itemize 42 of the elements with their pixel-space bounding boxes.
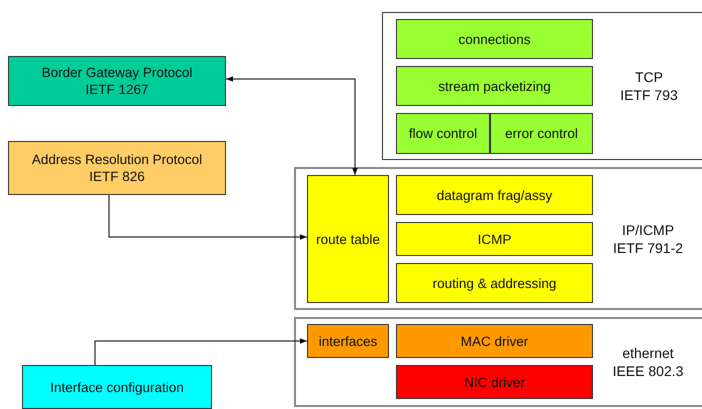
module-box [490, 113, 593, 154]
module-box [307, 324, 389, 358]
module-label: Interface configuration [50, 378, 184, 396]
layer-label: IETF 793 [620, 86, 678, 104]
module-label: Border Gateway Protocol [42, 64, 192, 81]
layer-label: IP/ICMP [622, 220, 674, 238]
module-label: error control [505, 125, 578, 142]
module-label: IETF 1267 [85, 81, 149, 98]
layer-label: IEEE 802.3 [612, 362, 684, 380]
module-box [396, 365, 593, 399]
module-box [22, 365, 212, 409]
module-label: interfaces [318, 332, 378, 350]
module-box [396, 19, 593, 59]
layer-label: IETF 791-2 [612, 238, 684, 256]
module-box [396, 222, 593, 256]
module-box [396, 324, 593, 358]
layer-panel [294, 167, 702, 310]
module-label: NIC driver [464, 374, 525, 390]
module-label: ICMP [478, 230, 512, 248]
module-box [8, 56, 226, 106]
connector-arrow [108, 194, 308, 240]
module-label: datagram frag/assy [436, 186, 552, 204]
connector-arrow [94, 338, 308, 366]
layer-label: ethernet [622, 344, 674, 362]
layer-panel [382, 12, 702, 160]
layer-panel [294, 317, 702, 407]
module-box [396, 263, 593, 303]
module-label: routing & addressing [432, 274, 556, 292]
connector-arrow [226, 76, 358, 176]
layer-label: TCP [635, 68, 663, 86]
module-label: flow control [408, 125, 478, 142]
module-label: Address Resolution Protocol [32, 151, 202, 168]
module-box [396, 66, 593, 106]
module-label: stream packetizing [438, 78, 551, 94]
module-box [8, 141, 226, 195]
module-label: IETF 826 [89, 168, 145, 185]
module-label: connections [458, 30, 531, 48]
module-box [396, 175, 593, 215]
module-box [396, 113, 490, 154]
module-box [307, 175, 389, 303]
module-label: route table [316, 230, 380, 248]
module-label: MAC driver [460, 332, 528, 350]
